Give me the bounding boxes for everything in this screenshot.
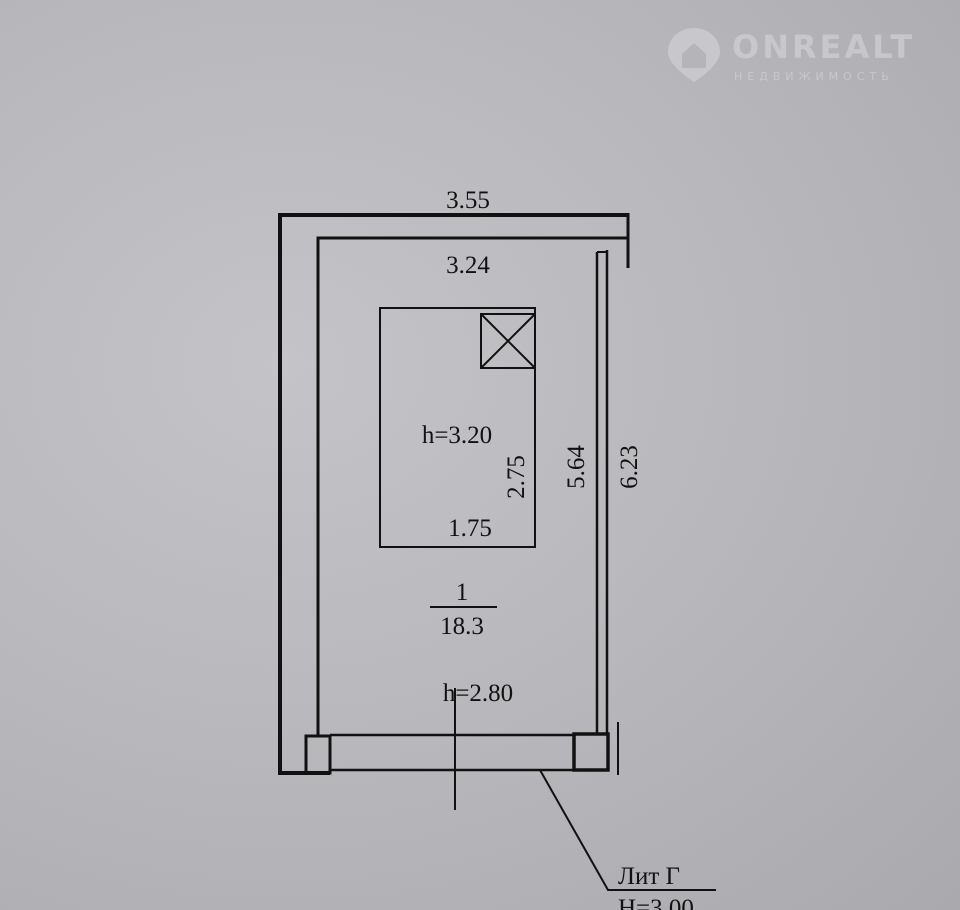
pit-height-label: h=3.20 bbox=[422, 422, 492, 449]
building-label: Лит Г bbox=[618, 863, 680, 890]
right-column bbox=[572, 732, 610, 772]
cellar-hatch bbox=[480, 313, 536, 369]
cellar-hatch-cross bbox=[480, 313, 536, 369]
inner-wall bbox=[316, 236, 628, 737]
outer-width-label: 3.55 bbox=[446, 187, 490, 214]
inspection-pit bbox=[379, 307, 536, 548]
watermark-brand: ONREALT bbox=[732, 28, 916, 66]
pit-length-label: 2.75 bbox=[503, 455, 530, 499]
pit-width-label: 1.75 bbox=[448, 515, 492, 542]
inner-width-label: 3.24 bbox=[446, 252, 490, 279]
outer-length-label: 6.23 bbox=[616, 445, 643, 489]
watermark-tagline: НЕДВИЖИМОСТЬ bbox=[734, 70, 894, 83]
inner-length-label: 5.64 bbox=[563, 445, 590, 489]
room-number: 1 bbox=[456, 579, 469, 606]
left-column bbox=[304, 734, 332, 775]
room-area: 18.3 bbox=[440, 613, 484, 640]
room-height-label: h=2.80 bbox=[443, 680, 513, 707]
leader-line bbox=[539, 769, 716, 891]
outer-wall bbox=[278, 213, 628, 775]
house-pin-icon bbox=[668, 28, 720, 82]
building-height-label: H=3.00 bbox=[618, 895, 694, 910]
